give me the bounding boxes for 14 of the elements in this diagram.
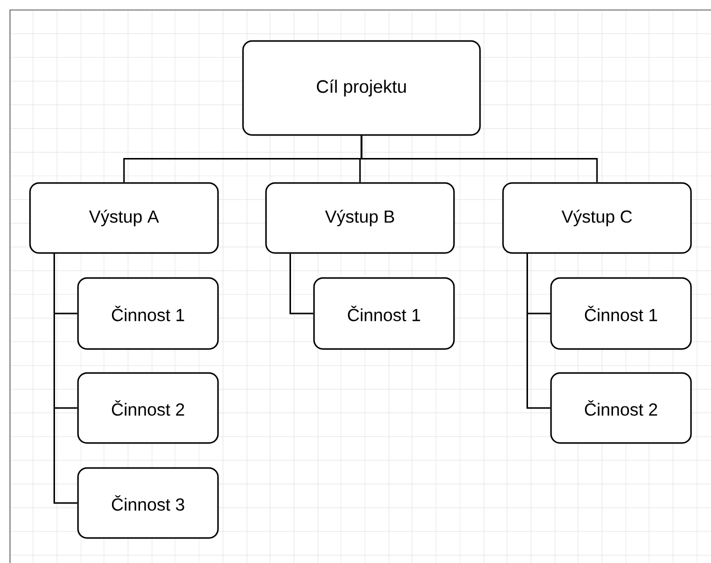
activity-box: Činnost 3 [77, 467, 219, 539]
output-box: Výstup C [502, 182, 692, 254]
activity-box: Činnost 1 [77, 277, 219, 350]
activity-box: Činnost 2 [77, 372, 219, 444]
activity-box: Činnost 1 [313, 277, 455, 350]
connector-line [526, 254, 550, 409]
activity-box: Činnost 1 [550, 277, 692, 350]
connector-line [290, 254, 314, 314]
output-box: Výstup A [29, 182, 219, 254]
goal-box: Cíl projektu [242, 40, 481, 136]
connector-line [54, 254, 78, 504]
output-box: Výstup B [265, 182, 455, 254]
activity-box: Činnost 2 [550, 372, 692, 444]
connector-line [360, 136, 598, 182]
